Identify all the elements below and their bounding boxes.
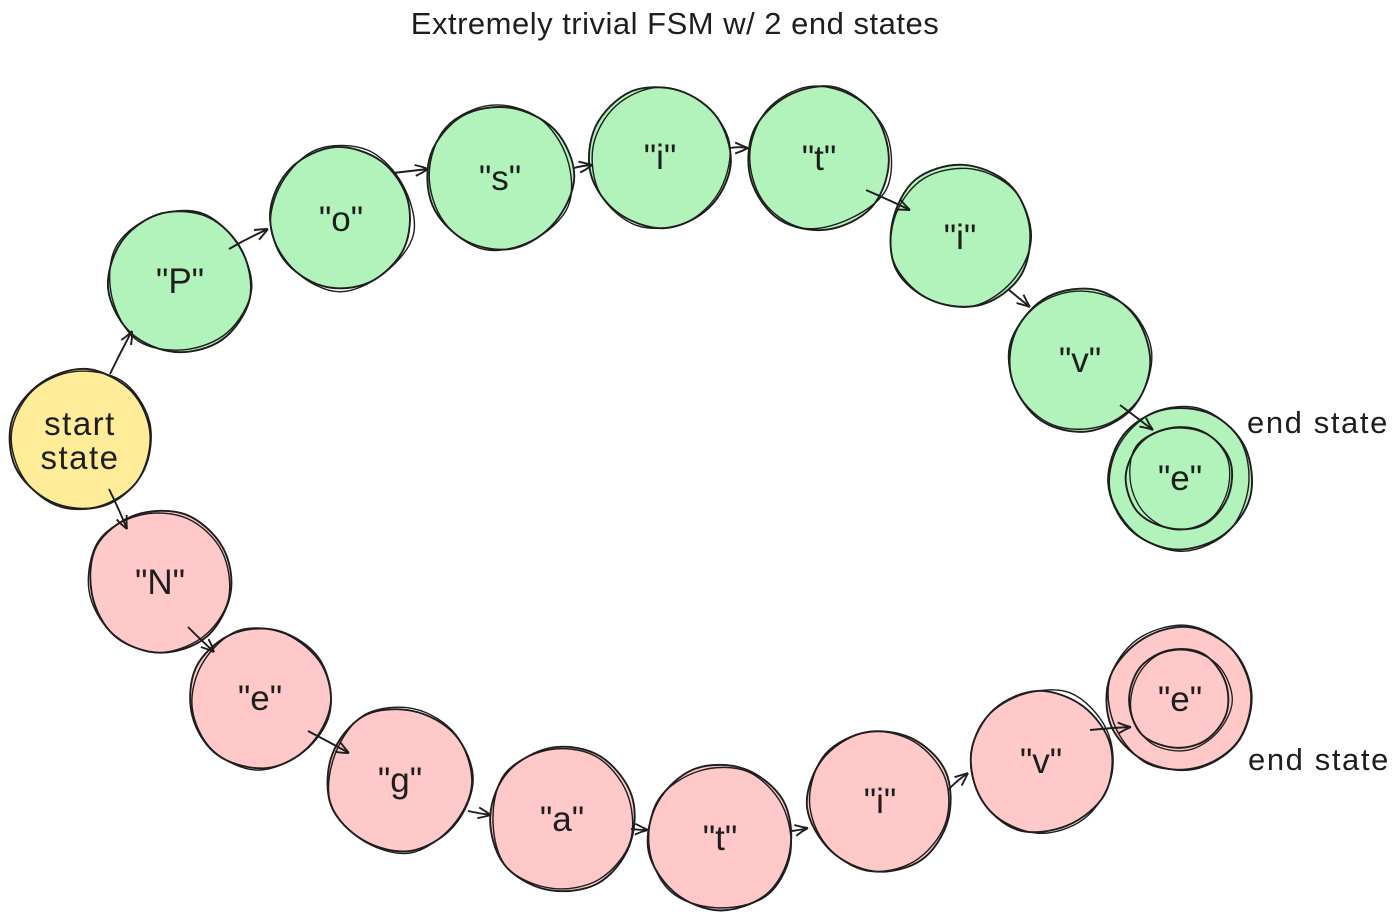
svg-text:Extremely trivial FSM w/ 2 end: Extremely trivial FSM w/ 2 end states <box>411 6 939 41</box>
svg-text:end state: end state <box>1247 405 1389 440</box>
svg-text:"e": "e" <box>238 679 282 718</box>
svg-text:"i": "i" <box>644 138 677 177</box>
svg-text:"i": "i" <box>944 218 977 257</box>
svg-text:"i": "i" <box>864 782 897 821</box>
svg-text:"N": "N" <box>135 563 185 602</box>
svg-text:"P": "P" <box>156 262 204 301</box>
svg-text:"e": "e" <box>1158 680 1202 719</box>
svg-text:"v": "v" <box>1059 341 1101 380</box>
svg-text:state: state <box>40 439 119 476</box>
svg-text:"e": "e" <box>1158 459 1202 498</box>
svg-text:end state: end state <box>1248 742 1390 777</box>
svg-text:"s": "s" <box>479 159 521 198</box>
svg-text:"a": "a" <box>540 800 584 839</box>
svg-text:"v": "v" <box>1020 742 1062 781</box>
svg-text:"g": "g" <box>378 761 422 800</box>
svg-text:"o": "o" <box>319 200 363 239</box>
svg-text:start: start <box>44 405 116 442</box>
svg-text:"t": "t" <box>802 139 837 178</box>
svg-text:"t": "t" <box>703 819 738 858</box>
